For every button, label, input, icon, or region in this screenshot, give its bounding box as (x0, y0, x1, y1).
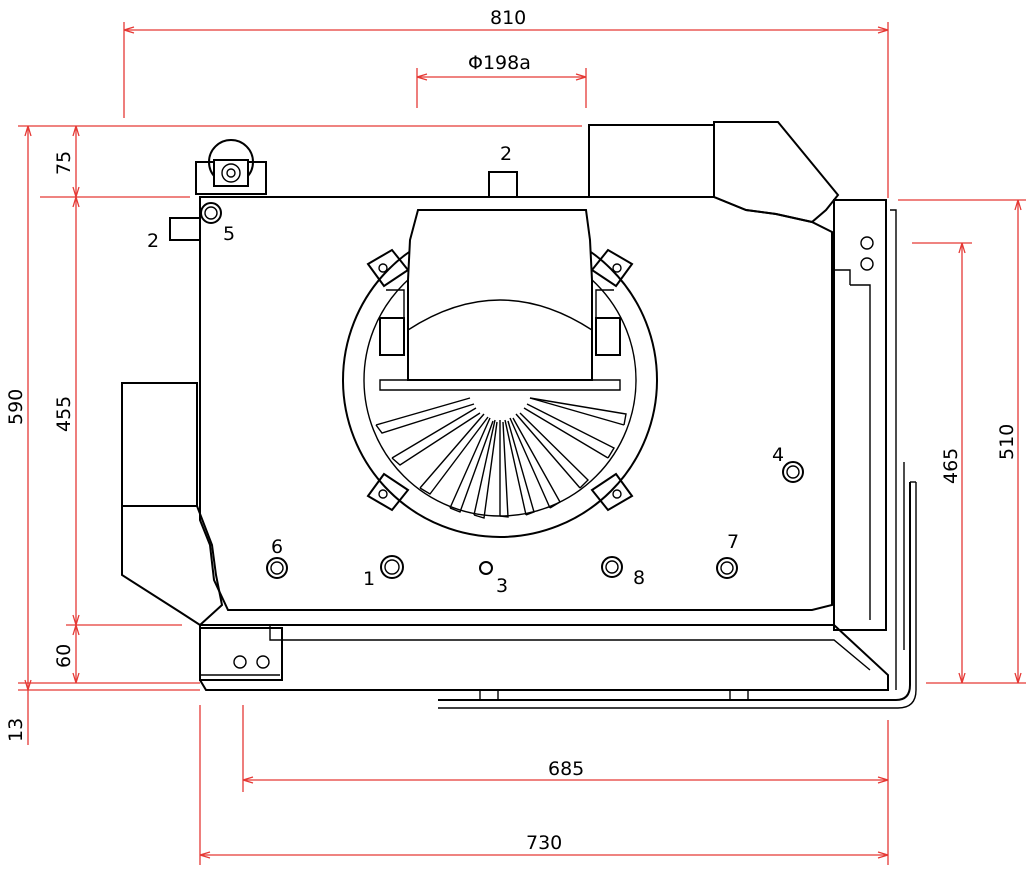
label-7: 7 (727, 531, 739, 553)
point-7 (716, 557, 738, 579)
label-8: 8 (633, 567, 645, 589)
mount-ear-tl (366, 248, 410, 288)
point-3 (479, 561, 493, 575)
dim-flue-diameter: Φ198a (468, 52, 531, 74)
dimension-lines (18, 22, 1026, 865)
point-8 (601, 556, 623, 578)
point-6 (266, 557, 288, 579)
dim-75: 75 (53, 151, 75, 175)
label-2-top: 2 (500, 143, 512, 165)
dim-730: 730 (526, 832, 562, 854)
dim-590: 590 (5, 389, 27, 425)
dim-810: 810 (490, 7, 526, 29)
dim-13: 13 (5, 718, 27, 742)
label-1: 1 (363, 568, 375, 590)
dim-465: 465 (940, 448, 962, 484)
burner-fins (375, 397, 627, 519)
label-5: 5 (223, 223, 235, 245)
mount-ear-tr (590, 248, 634, 288)
point-4 (782, 461, 804, 483)
boiler-body (121, 121, 917, 709)
label-6: 6 (271, 536, 283, 558)
point-1 (380, 555, 404, 579)
label-3: 3 (496, 575, 508, 597)
dim-455: 455 (53, 396, 75, 432)
connection-points (200, 202, 874, 669)
dim-685: 685 (548, 758, 584, 780)
dim-510: 510 (996, 424, 1018, 460)
burner-fan-assembly (342, 209, 658, 538)
mount-ear-bl (366, 472, 410, 512)
mount-ear-br (590, 472, 634, 512)
point-5 (200, 202, 222, 224)
label-4: 4 (772, 444, 784, 466)
label-2-side: 2 (147, 230, 159, 252)
dim-60: 60 (53, 644, 75, 668)
point-labels: 1 2 2 3 4 5 6 7 8 (147, 143, 784, 597)
dimension-labels: 810 Φ198a 590 75 455 60 13 510 465 685 7… (5, 7, 1018, 854)
